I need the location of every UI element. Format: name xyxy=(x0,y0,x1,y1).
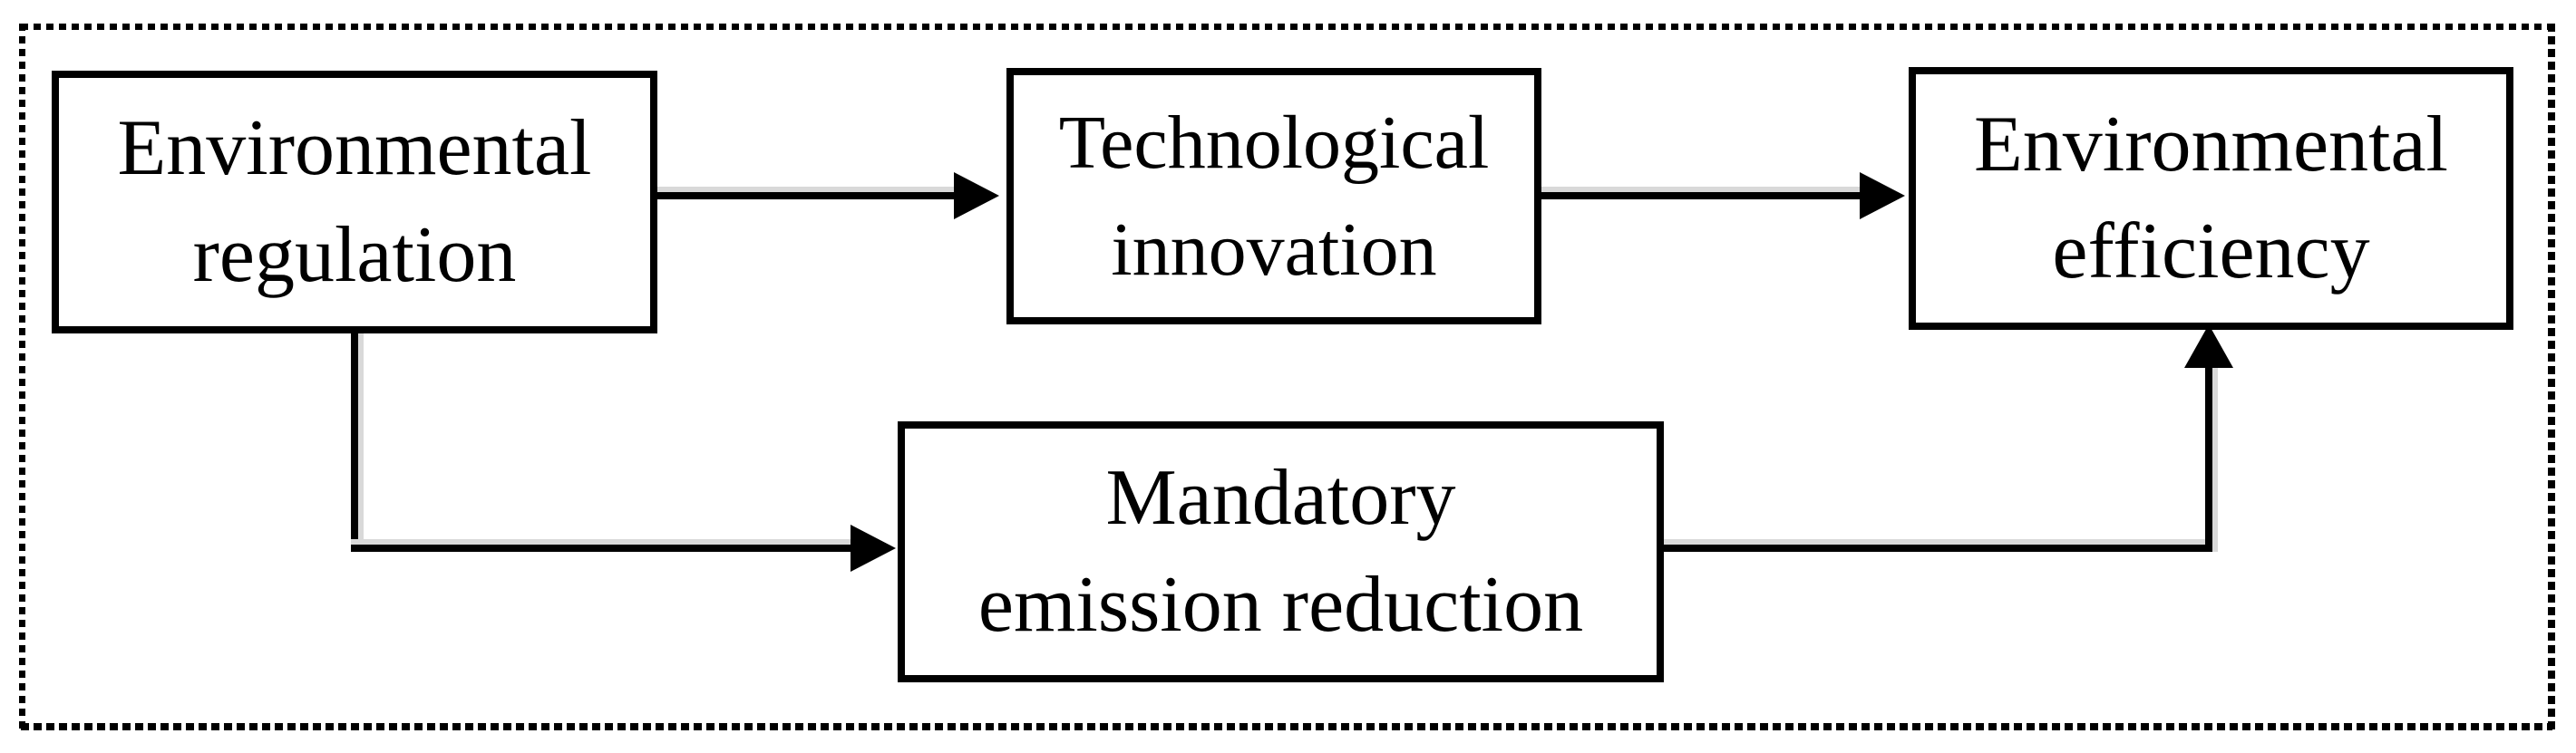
edge-regulation-to-reduction-vertical xyxy=(351,333,358,552)
dotted-frame-top xyxy=(21,24,2552,30)
arrowhead-up-icon xyxy=(2184,324,2233,368)
node-technological-innovation: Technological innovation xyxy=(1006,68,1541,324)
node-label-line: efficiency xyxy=(2052,208,2370,295)
arrowhead-right-icon xyxy=(954,172,999,219)
dotted-frame-right xyxy=(2548,24,2555,730)
arrowhead-right-icon xyxy=(851,525,896,572)
edge-reduction-to-efficiency-horizontal xyxy=(1664,545,2212,552)
dotted-frame-left xyxy=(19,24,25,730)
node-mandatory-emission-reduction: Mandatory emission reduction xyxy=(898,421,1664,682)
node-label-line: emission reduction xyxy=(977,561,1584,649)
edge-regulation-to-reduction-horizontal xyxy=(351,545,851,552)
edge-reduction-to-efficiency-vertical xyxy=(2205,368,2212,552)
arrowhead-right-icon xyxy=(1860,172,1905,219)
dotted-frame-bottom xyxy=(21,723,2552,730)
edge-regulation-to-innovation-line xyxy=(657,192,957,199)
node-environmental-regulation: Environmental regulation xyxy=(52,71,657,333)
node-label-line: Environmental xyxy=(1974,101,2448,188)
node-label-line: innovation xyxy=(1111,207,1437,292)
node-label-line: regulation xyxy=(192,211,517,299)
node-label-line: Technological xyxy=(1058,100,1490,185)
edge-innovation-to-efficiency-line xyxy=(1541,192,1860,199)
node-environmental-efficiency: Environmental efficiency xyxy=(1909,67,2513,330)
node-label-line: Environmental xyxy=(117,104,592,192)
node-label-line: Mandatory xyxy=(1105,454,1456,542)
